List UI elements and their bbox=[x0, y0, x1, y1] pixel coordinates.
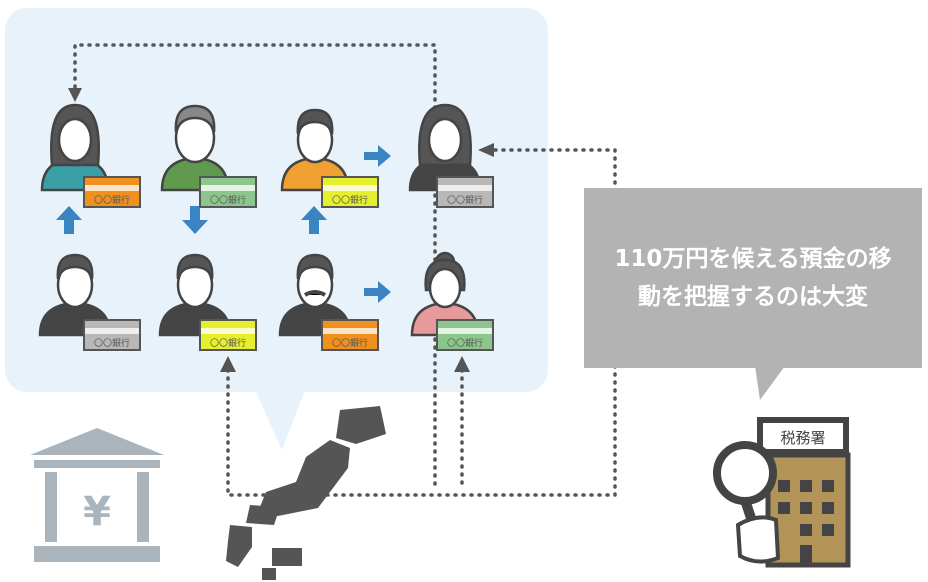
bank-card-orange: 〇〇銀行 bbox=[321, 319, 379, 351]
bank-card-yellow: 〇〇銀行 bbox=[199, 319, 257, 351]
tax-office-icon bbox=[713, 417, 851, 568]
svg-text:¥: ¥ bbox=[83, 489, 111, 535]
arrow-down-icon bbox=[182, 206, 208, 234]
bank-card-green: 〇〇銀行 bbox=[199, 176, 257, 208]
arrow-up-icon bbox=[56, 206, 82, 234]
bank-card-gray: 〇〇銀行 bbox=[436, 176, 494, 208]
person-man-mustache bbox=[278, 253, 352, 337]
svg-text:〇〇銀行: 〇〇銀行 bbox=[447, 194, 483, 206]
arrowhead-icon bbox=[454, 356, 470, 372]
svg-text:〇〇銀行: 〇〇銀行 bbox=[210, 194, 246, 206]
bank-card-green: 〇〇銀行 bbox=[436, 319, 494, 351]
svg-text:〇〇銀行: 〇〇銀行 bbox=[94, 194, 130, 206]
svg-text:〇〇銀行: 〇〇銀行 bbox=[210, 337, 246, 349]
svg-text:〇〇銀行: 〇〇銀行 bbox=[94, 337, 130, 349]
japan-map-icon bbox=[226, 406, 386, 580]
message-text: 110万円を候える預金の移 動を把握するのは大変 bbox=[584, 240, 922, 316]
arrow-right-icon bbox=[364, 281, 391, 303]
family-panel bbox=[5, 8, 548, 450]
person-man-suit-1 bbox=[38, 253, 112, 337]
message-line-1: 110万円を候える預金の移 bbox=[614, 246, 892, 272]
message-tail bbox=[755, 366, 785, 400]
arrow-right-icon bbox=[364, 145, 391, 167]
hand-icon bbox=[735, 515, 781, 564]
svg-text:〇〇銀行: 〇〇銀行 bbox=[332, 194, 368, 206]
transfer-arrows bbox=[56, 145, 391, 303]
arrowhead-icon bbox=[68, 88, 82, 102]
bank-icon: ¥ bbox=[30, 428, 164, 562]
tax-office-label: 税務署 bbox=[780, 429, 826, 447]
message-line-2: 動を把握するのは大変 bbox=[638, 284, 868, 310]
arrowhead-icon bbox=[220, 356, 236, 372]
svg-text:〇〇銀行: 〇〇銀行 bbox=[332, 337, 368, 349]
arrowhead-icon bbox=[478, 143, 494, 157]
bank-card-yellow: 〇〇銀行 bbox=[321, 176, 379, 208]
arrowheads bbox=[68, 88, 494, 372]
bank-cards: 〇〇銀行 〇〇銀行 〇〇銀行 〇〇銀行 〇〇銀行 〇〇銀行 〇〇銀行 〇〇銀行 bbox=[83, 176, 494, 351]
magnifier-icon bbox=[713, 441, 777, 505]
bank-card-orange: 〇〇銀行 bbox=[83, 176, 141, 208]
message-box: 110万円を候える預金の移 動を把握するのは大変 bbox=[584, 188, 922, 368]
arrow-up-icon bbox=[301, 206, 327, 234]
bank-card-gray: 〇〇銀行 bbox=[83, 319, 141, 351]
svg-text:〇〇銀行: 〇〇銀行 bbox=[447, 337, 483, 349]
